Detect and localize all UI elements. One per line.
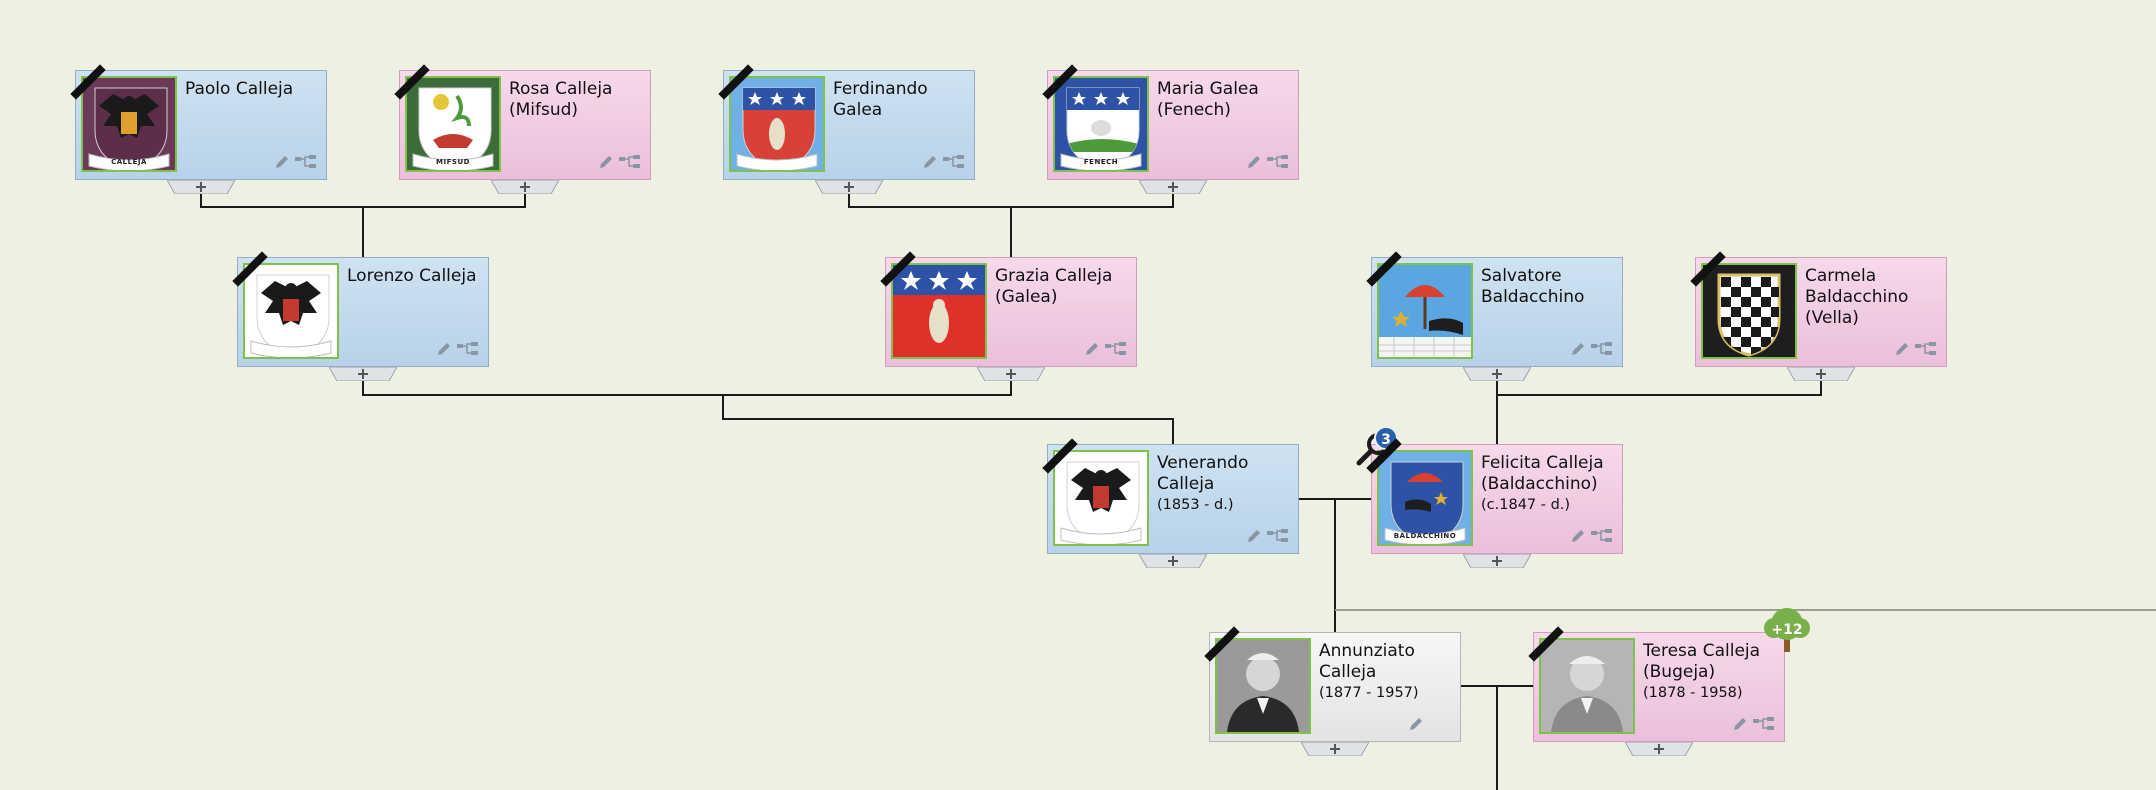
person-name[interactable]: Maria Galea (Fenech) xyxy=(1157,79,1290,121)
coat-of-arms-image[interactable]: MIFSUD xyxy=(405,76,501,172)
tree-view-icon[interactable] xyxy=(1104,341,1128,357)
add-relative-tab-paolo[interactable] xyxy=(167,179,235,193)
crest-label: CALLEJA xyxy=(83,158,175,166)
plus-icon xyxy=(1625,742,1693,756)
tree-view-icon[interactable] xyxy=(618,154,642,170)
pencil-edit-icon[interactable] xyxy=(598,154,614,170)
person-name[interactable]: Carmela Baldacchino (Vella) xyxy=(1805,266,1938,329)
plus-icon xyxy=(329,367,397,381)
more-descendants-badge[interactable]: +12 xyxy=(1762,602,1812,654)
pencil-edit-icon[interactable] xyxy=(1084,341,1100,357)
coat-of-arms-image[interactable] xyxy=(1053,450,1149,546)
coat-of-arms-image[interactable] xyxy=(729,76,825,172)
add-relative-tab-annunziato[interactable] xyxy=(1301,741,1369,755)
crest-label: BALDACCHINO xyxy=(1379,532,1471,540)
add-relative-tab-grazia[interactable] xyxy=(977,366,1045,380)
person-name[interactable]: Grazia Calleja (Galea) xyxy=(995,266,1128,308)
pencil-edit-icon[interactable] xyxy=(274,154,290,170)
plus-icon xyxy=(491,180,559,194)
pencil-edit-icon[interactable] xyxy=(1246,154,1262,170)
plus-icon xyxy=(1139,554,1207,568)
coat-of-arms-image[interactable] xyxy=(1377,263,1473,359)
person-lifespan: (1877 - 1957) xyxy=(1319,685,1419,701)
person-name[interactable]: Rosa Calleja (Mifsud) xyxy=(509,79,642,121)
pencil-edit-icon[interactable] xyxy=(922,154,938,170)
person-name[interactable]: Lorenzo Calleja xyxy=(347,266,480,287)
coat-of-arms-image[interactable] xyxy=(243,263,339,359)
add-relative-tab-felicita[interactable] xyxy=(1463,553,1531,567)
tree-view-icon[interactable] xyxy=(942,154,966,170)
tree-view-icon[interactable] xyxy=(1590,528,1614,544)
plus-icon xyxy=(167,180,235,194)
crest-label: MIFSUD xyxy=(407,158,499,166)
tree-view-icon[interactable] xyxy=(1266,528,1290,544)
pencil-edit-icon[interactable] xyxy=(1894,341,1910,357)
person-name[interactable]: Paolo Calleja xyxy=(185,79,318,100)
tree-view-icon[interactable] xyxy=(1914,341,1938,357)
portrait-photo[interactable] xyxy=(1539,638,1635,734)
plus-icon xyxy=(1787,367,1855,381)
add-relative-tab-salvatore[interactable] xyxy=(1463,366,1531,380)
add-relative-tab-carmela[interactable] xyxy=(1787,366,1855,380)
plus-icon xyxy=(1463,367,1531,381)
person-card-ferdinando[interactable]: Ferdinando Galea xyxy=(723,70,975,180)
person-card-paolo[interactable]: CALLEJA Paolo Calleja xyxy=(75,70,327,180)
coat-of-arms-image[interactable] xyxy=(891,263,987,359)
add-relative-tab-teresa[interactable] xyxy=(1625,741,1693,755)
person-name[interactable]: Felicita Calleja (Baldacchino) xyxy=(1481,453,1614,495)
add-relative-tab-maria[interactable] xyxy=(1139,179,1207,193)
tree-view-icon[interactable] xyxy=(1590,341,1614,357)
person-name[interactable]: Teresa Calleja (Bugeja) xyxy=(1643,641,1776,683)
coat-of-arms-image[interactable]: CALLEJA xyxy=(81,76,177,172)
pencil-edit-icon[interactable] xyxy=(1570,341,1586,357)
tree-view-icon[interactable] xyxy=(294,154,318,170)
add-relative-tab-venerando[interactable] xyxy=(1139,553,1207,567)
person-card-venerando[interactable]: Venerando Calleja (1853 - d.) xyxy=(1047,444,1299,554)
person-card-rosa[interactable]: MIFSUD Rosa Calleja (Mifsud) xyxy=(399,70,651,180)
pencil-edit-icon[interactable] xyxy=(1732,716,1748,732)
person-lifespan: (1853 - d.) xyxy=(1157,497,1233,513)
tree-view-icon[interactable] xyxy=(1752,716,1776,732)
pencil-edit-icon[interactable] xyxy=(1408,716,1424,732)
person-card-grazia[interactable]: Grazia Calleja (Galea) xyxy=(885,257,1137,367)
person-name[interactable]: Ferdinando Galea xyxy=(833,79,966,121)
plus-icon xyxy=(1301,742,1369,756)
crest-label: FENECH xyxy=(1055,158,1147,166)
person-lifespan: (1878 - 1958) xyxy=(1643,685,1743,701)
pencil-edit-icon[interactable] xyxy=(1246,528,1262,544)
pencil-edit-icon[interactable] xyxy=(436,341,452,357)
person-card-annunziato[interactable]: Annunziato Calleja (1877 - 1957) xyxy=(1209,632,1461,742)
coat-of-arms-image[interactable]: FENECH xyxy=(1053,76,1149,172)
pencil-edit-icon[interactable] xyxy=(1570,528,1586,544)
tree-view-icon[interactable] xyxy=(1266,154,1290,170)
person-card-lorenzo[interactable]: Lorenzo Calleja xyxy=(237,257,489,367)
plus-icon xyxy=(1139,180,1207,194)
person-name[interactable]: Annunziato Calleja xyxy=(1319,641,1452,683)
person-name[interactable]: Venerando Calleja xyxy=(1157,453,1290,495)
add-relative-tab-rosa[interactable] xyxy=(491,179,559,193)
person-card-teresa[interactable]: Teresa Calleja (Bugeja) (1878 - 1958) xyxy=(1533,632,1785,742)
plus-icon xyxy=(977,367,1045,381)
plus-icon xyxy=(1463,554,1531,568)
person-lifespan: (c.1847 - d.) xyxy=(1481,497,1570,513)
person-name[interactable]: Salvatore Baldacchino xyxy=(1481,266,1614,308)
add-relative-tab-lorenzo[interactable] xyxy=(329,366,397,380)
person-card-salvatore[interactable]: Salvatore Baldacchino xyxy=(1371,257,1623,367)
person-card-felicita[interactable]: BALDACCHINO Felicita Calleja (Baldacchino… xyxy=(1371,444,1623,554)
add-relative-tab-ferdinando[interactable] xyxy=(815,179,883,193)
plus-icon xyxy=(815,180,883,194)
person-card-maria[interactable]: FENECH Maria Galea (Fenech) xyxy=(1047,70,1299,180)
tree-view-icon[interactable] xyxy=(456,341,480,357)
person-card-carmela[interactable]: Carmela Baldacchino (Vella) xyxy=(1695,257,1947,367)
coat-of-arms-image[interactable] xyxy=(1701,263,1797,359)
more-descendants-count: +12 xyxy=(1762,622,1812,638)
portrait-photo[interactable] xyxy=(1215,638,1311,734)
